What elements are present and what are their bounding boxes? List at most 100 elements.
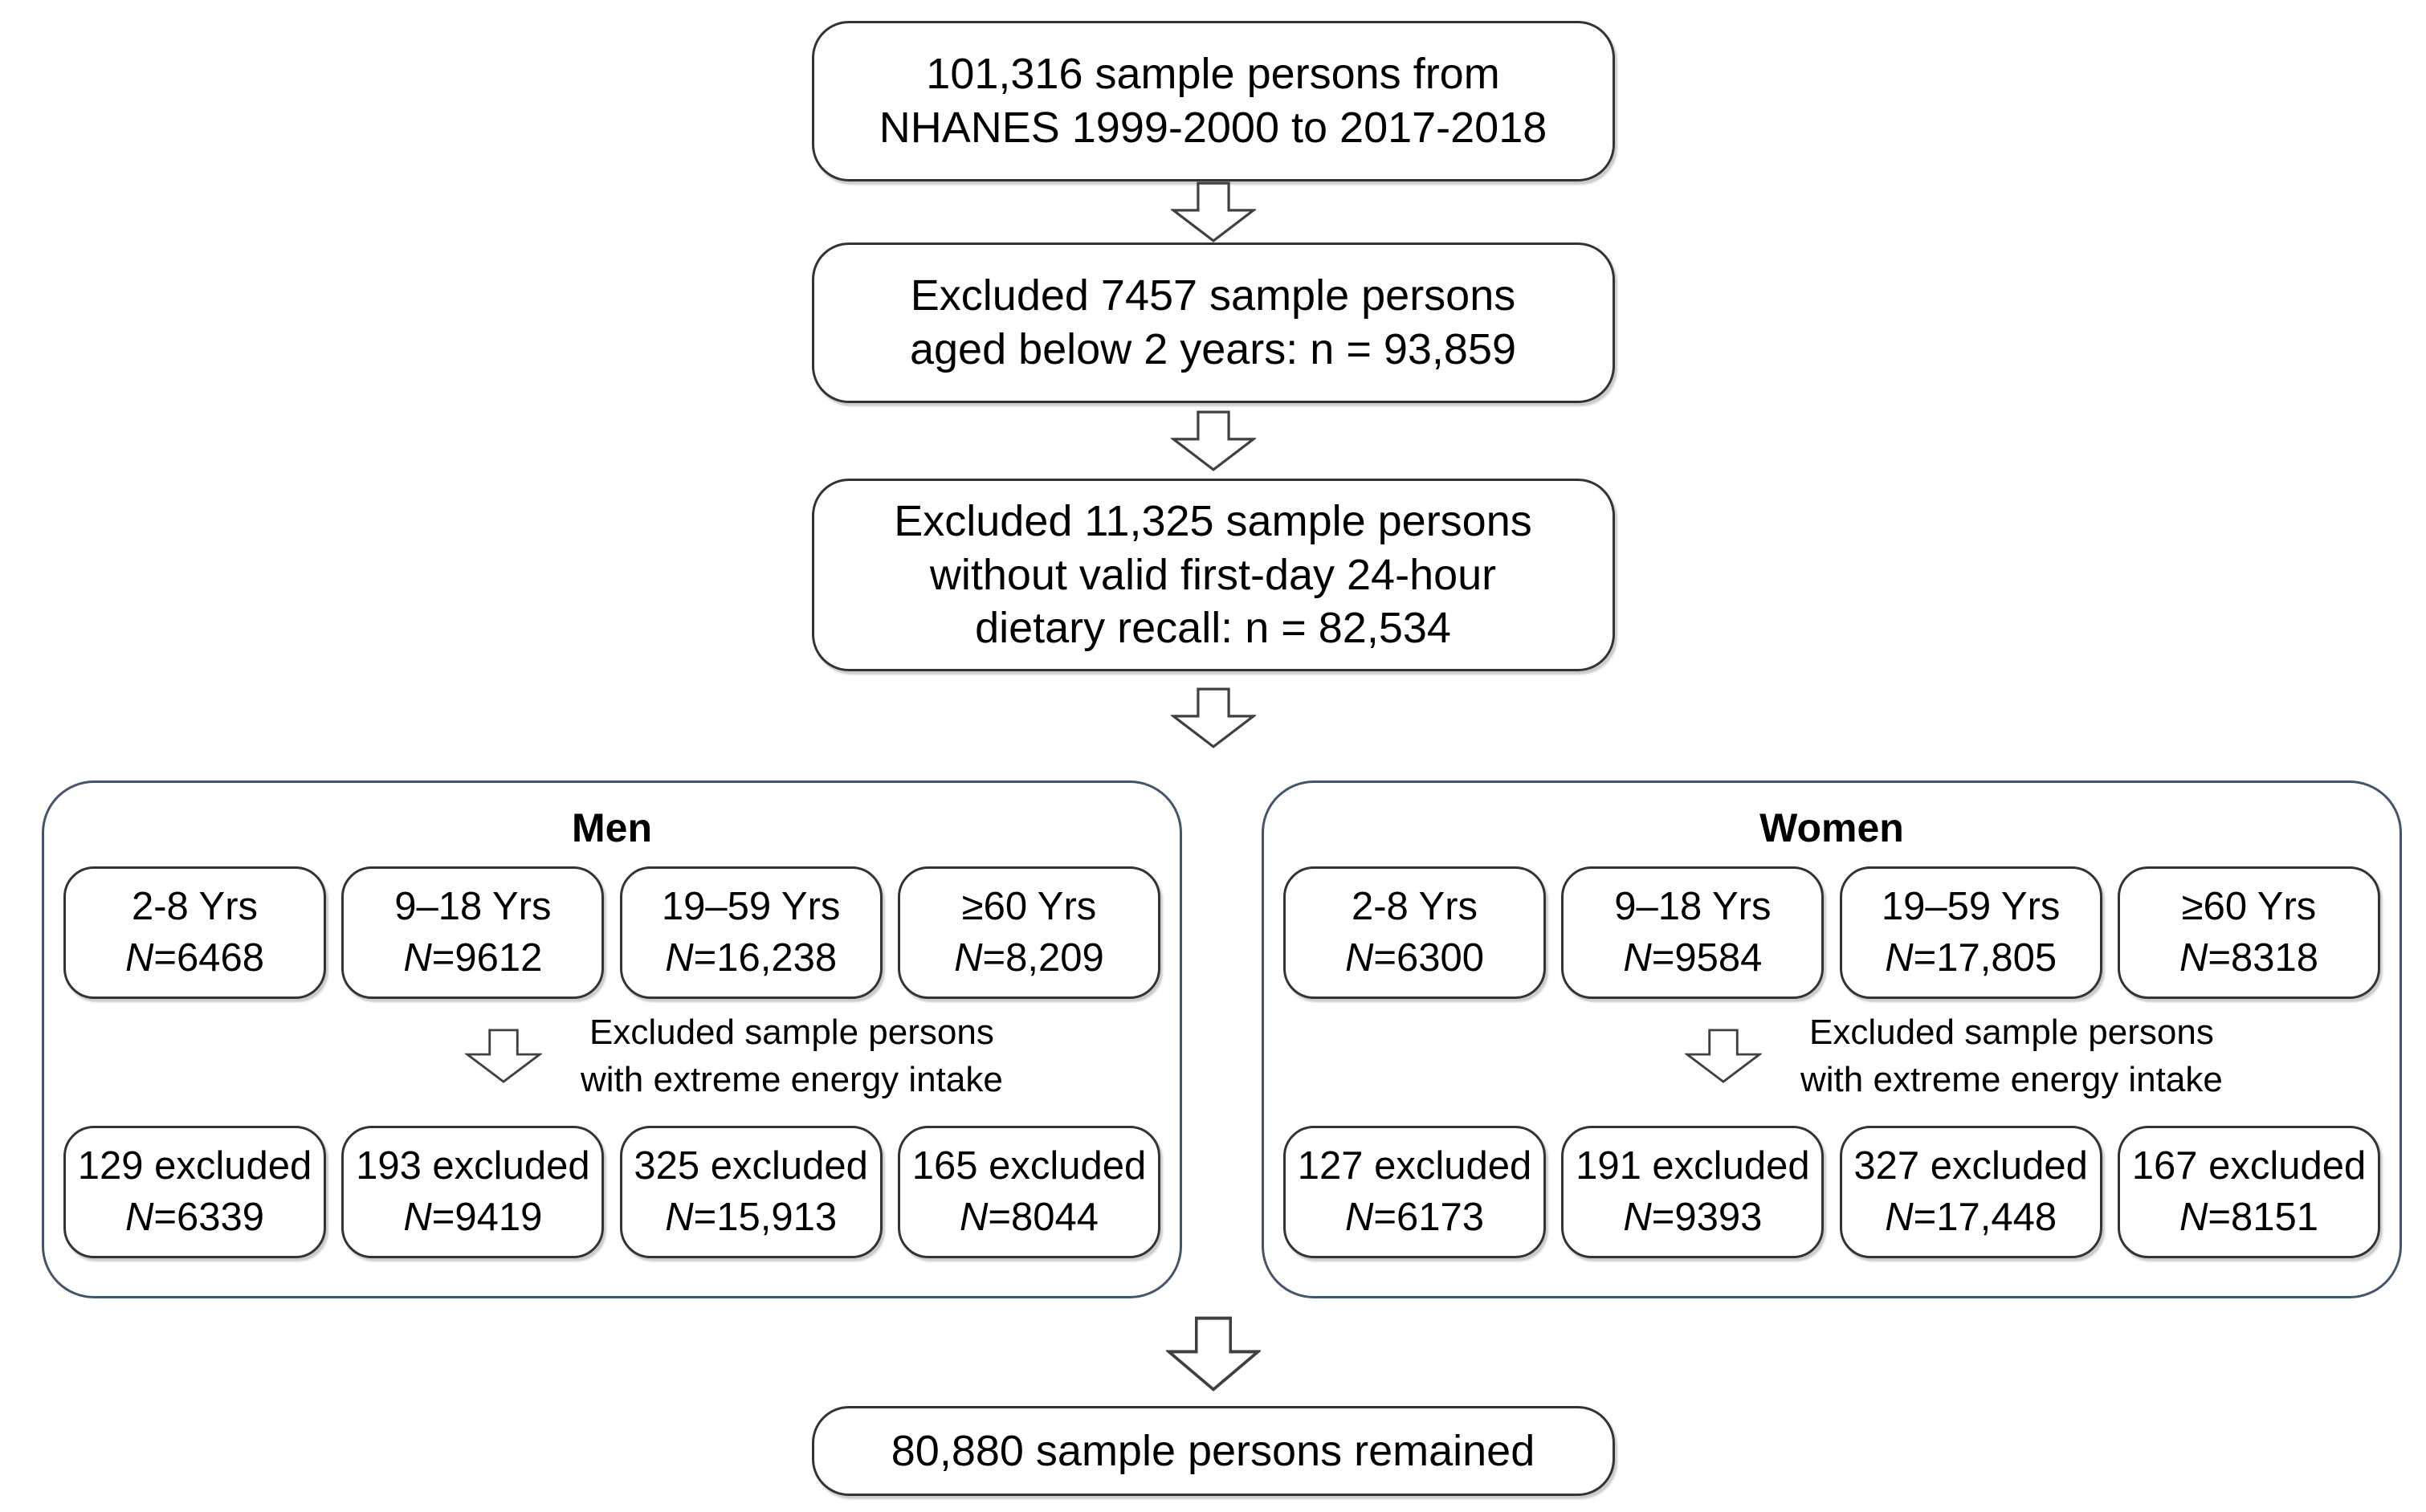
excluded-count-label: 327 excluded	[1853, 1143, 2088, 1188]
sample-size: N=9393	[1623, 1192, 1762, 1244]
men-age-box-2-8: 2-8 Yrs N=6468	[63, 866, 326, 999]
men-age-box-19-59: 19–59 Yrs N=16,238	[619, 866, 883, 999]
note-line: Excluded sample persons	[589, 1012, 994, 1052]
box-line: aged below 2 years: n = 93,859	[909, 325, 1517, 373]
women-excluded-box-19-59: 327 excluded N=17,448	[1839, 1126, 2102, 1258]
men-excluded-box-60plus: 165 excluded N=8044	[897, 1126, 1160, 1258]
source-population-box: 101,316 sample persons from NHANES 1999-…	[811, 21, 1615, 181]
women-after-exclusion-row: 127 excluded N=6173 191 excluded N=9393 …	[1283, 1126, 2380, 1258]
men-age-box-60plus: ≥60 Yrs N=8,209	[897, 866, 1160, 999]
box-line: Excluded 11,325 sample persons	[894, 496, 1532, 545]
n-symbol: N	[2179, 1195, 2208, 1239]
sample-size: N=9612	[403, 933, 542, 984]
women-excluded-box-2-8: 127 excluded N=6173	[1283, 1126, 1546, 1258]
excluded-count-label: 165 excluded	[911, 1143, 1147, 1188]
exclusion-recall-box: Excluded 11,325 sample persons without v…	[811, 479, 1615, 671]
age-range-label: ≥60 Yrs	[2181, 884, 2317, 928]
excluded-count-label: 127 excluded	[1297, 1143, 1532, 1188]
box-line: Excluded 7457 sample persons	[910, 271, 1516, 320]
sample-size: N=8,209	[954, 933, 1104, 984]
age-range-label: 19–59 Yrs	[661, 884, 841, 928]
n-value: =8318	[2208, 935, 2318, 980]
sample-size: N=6300	[1345, 933, 1484, 984]
n-value: =6300	[1373, 935, 1484, 980]
n-value: =6173	[1373, 1195, 1484, 1239]
note-line: with extreme energy intake	[581, 1060, 1003, 1099]
sample-size: N=15,913	[665, 1192, 837, 1244]
box-line: 80,880 sample persons remained	[891, 1426, 1535, 1475]
final-sample-box: 80,880 sample persons remained	[811, 1406, 1615, 1496]
sample-size: N=17,805	[1885, 933, 2057, 984]
sample-size: N=16,238	[665, 933, 837, 984]
age-range-label: ≥60 Yrs	[961, 884, 1097, 928]
men-excluded-box-19-59: 325 excluded N=15,913	[619, 1126, 883, 1258]
exclusion-age-box: Excluded 7457 sample persons aged below …	[811, 242, 1615, 403]
women-age-box-60plus: ≥60 Yrs N=8318	[2117, 866, 2380, 999]
women-excluded-box-9-18: 191 excluded N=9393	[1561, 1126, 1825, 1258]
box-line: dietary recall: n = 82,534	[975, 604, 1451, 653]
men-excluded-box-2-8: 129 excluded N=6339	[63, 1126, 326, 1258]
n-value: =9419	[431, 1195, 543, 1239]
men-after-exclusion-row: 129 excluded N=6339 193 excluded N=9419 …	[63, 1126, 1160, 1258]
men-exclusion-note: Excluded sample persons with extreme ene…	[581, 1009, 1003, 1104]
n-symbol: N	[959, 1195, 989, 1239]
age-range-label: 9–18 Yrs	[1614, 884, 1772, 928]
sample-size: N=6173	[1345, 1192, 1484, 1244]
n-symbol: N	[1623, 935, 1652, 980]
age-range-label: 19–59 Yrs	[1881, 884, 2061, 928]
women-exclusion-note: Excluded sample persons with extreme ene…	[1800, 1009, 2223, 1104]
men-excluded-box-9-18: 193 excluded N=9419	[341, 1126, 605, 1258]
excluded-count-label: 325 excluded	[634, 1143, 868, 1188]
box-line: NHANES 1999-2000 to 2017-2018	[879, 104, 1547, 152]
n-symbol: N	[665, 935, 694, 980]
n-symbol: N	[1885, 1195, 1914, 1239]
sample-size: N=8318	[2179, 933, 2318, 984]
n-symbol: N	[1344, 935, 1374, 980]
men-age-group-row: 2-8 Yrs N=6468 9–18 Yrs N=9612 19–59 Yrs…	[63, 866, 1160, 999]
n-value: =9393	[1651, 1195, 1763, 1239]
n-value: =16,238	[693, 935, 838, 980]
sex-panels-row: Men 2-8 Yrs N=6468 9–18 Yrs N=9612 19–59…	[0, 780, 2426, 1298]
women-exclusion-note-row: Excluded sample persons with extreme ene…	[1283, 1001, 2380, 1111]
age-range-label: 9–18 Yrs	[394, 884, 552, 928]
women-age-box-2-8: 2-8 Yrs N=6300	[1283, 866, 1546, 999]
n-value: =17,448	[1913, 1195, 2057, 1239]
women-age-group-row: 2-8 Yrs N=6300 9–18 Yrs N=9584 19–59 Yrs…	[1283, 866, 2380, 999]
n-symbol: N	[403, 1195, 432, 1239]
n-symbol: N	[1885, 935, 1914, 980]
n-value: =6468	[153, 935, 264, 980]
age-range-label: 2-8 Yrs	[1351, 884, 1478, 928]
excluded-count-label: 129 excluded	[77, 1143, 312, 1188]
excluded-count-label: 191 excluded	[1576, 1143, 1810, 1188]
n-value: =9584	[1651, 935, 1763, 980]
box-line: 101,316 sample persons from	[926, 50, 1500, 99]
n-symbol: N	[954, 935, 983, 980]
down-arrow-icon	[1170, 687, 1256, 748]
men-age-box-9-18: 9–18 Yrs N=9612	[341, 866, 605, 999]
n-value: =8151	[2208, 1195, 2318, 1239]
sample-size: N=9584	[1623, 933, 1762, 984]
women-panel-title: Women	[1759, 805, 1904, 850]
box-line: without valid first-day 24-hour	[929, 550, 1497, 599]
women-excluded-box-60plus: 167 excluded N=8151	[2117, 1126, 2380, 1258]
note-line: with extreme energy intake	[1800, 1060, 2223, 1099]
excluded-count-label: 167 excluded	[2131, 1143, 2367, 1188]
women-panel: Women 2-8 Yrs N=6300 9–18 Yrs N=9584 19–…	[1262, 780, 2402, 1298]
down-arrow-icon	[465, 1029, 542, 1083]
n-symbol: N	[124, 1195, 154, 1239]
age-range-label: 2-8 Yrs	[131, 884, 259, 928]
n-symbol: N	[665, 1195, 694, 1239]
women-age-box-19-59: 19–59 Yrs N=17,805	[1839, 866, 2102, 999]
note-line: Excluded sample persons	[1808, 1012, 2214, 1052]
sample-size: N=9419	[403, 1192, 542, 1244]
down-arrow-icon	[1165, 1316, 1261, 1392]
n-symbol: N	[1623, 1195, 1652, 1239]
men-panel: Men 2-8 Yrs N=6468 9–18 Yrs N=9612 19–59…	[42, 780, 1182, 1298]
down-arrow-icon	[1685, 1029, 1762, 1083]
n-symbol: N	[124, 935, 154, 980]
women-age-box-9-18: 9–18 Yrs N=9584	[1561, 866, 1825, 999]
n-symbol: N	[2179, 935, 2208, 980]
men-exclusion-note-row: Excluded sample persons with extreme ene…	[63, 1001, 1160, 1111]
n-symbol: N	[403, 935, 432, 980]
n-value: =6339	[153, 1195, 264, 1239]
